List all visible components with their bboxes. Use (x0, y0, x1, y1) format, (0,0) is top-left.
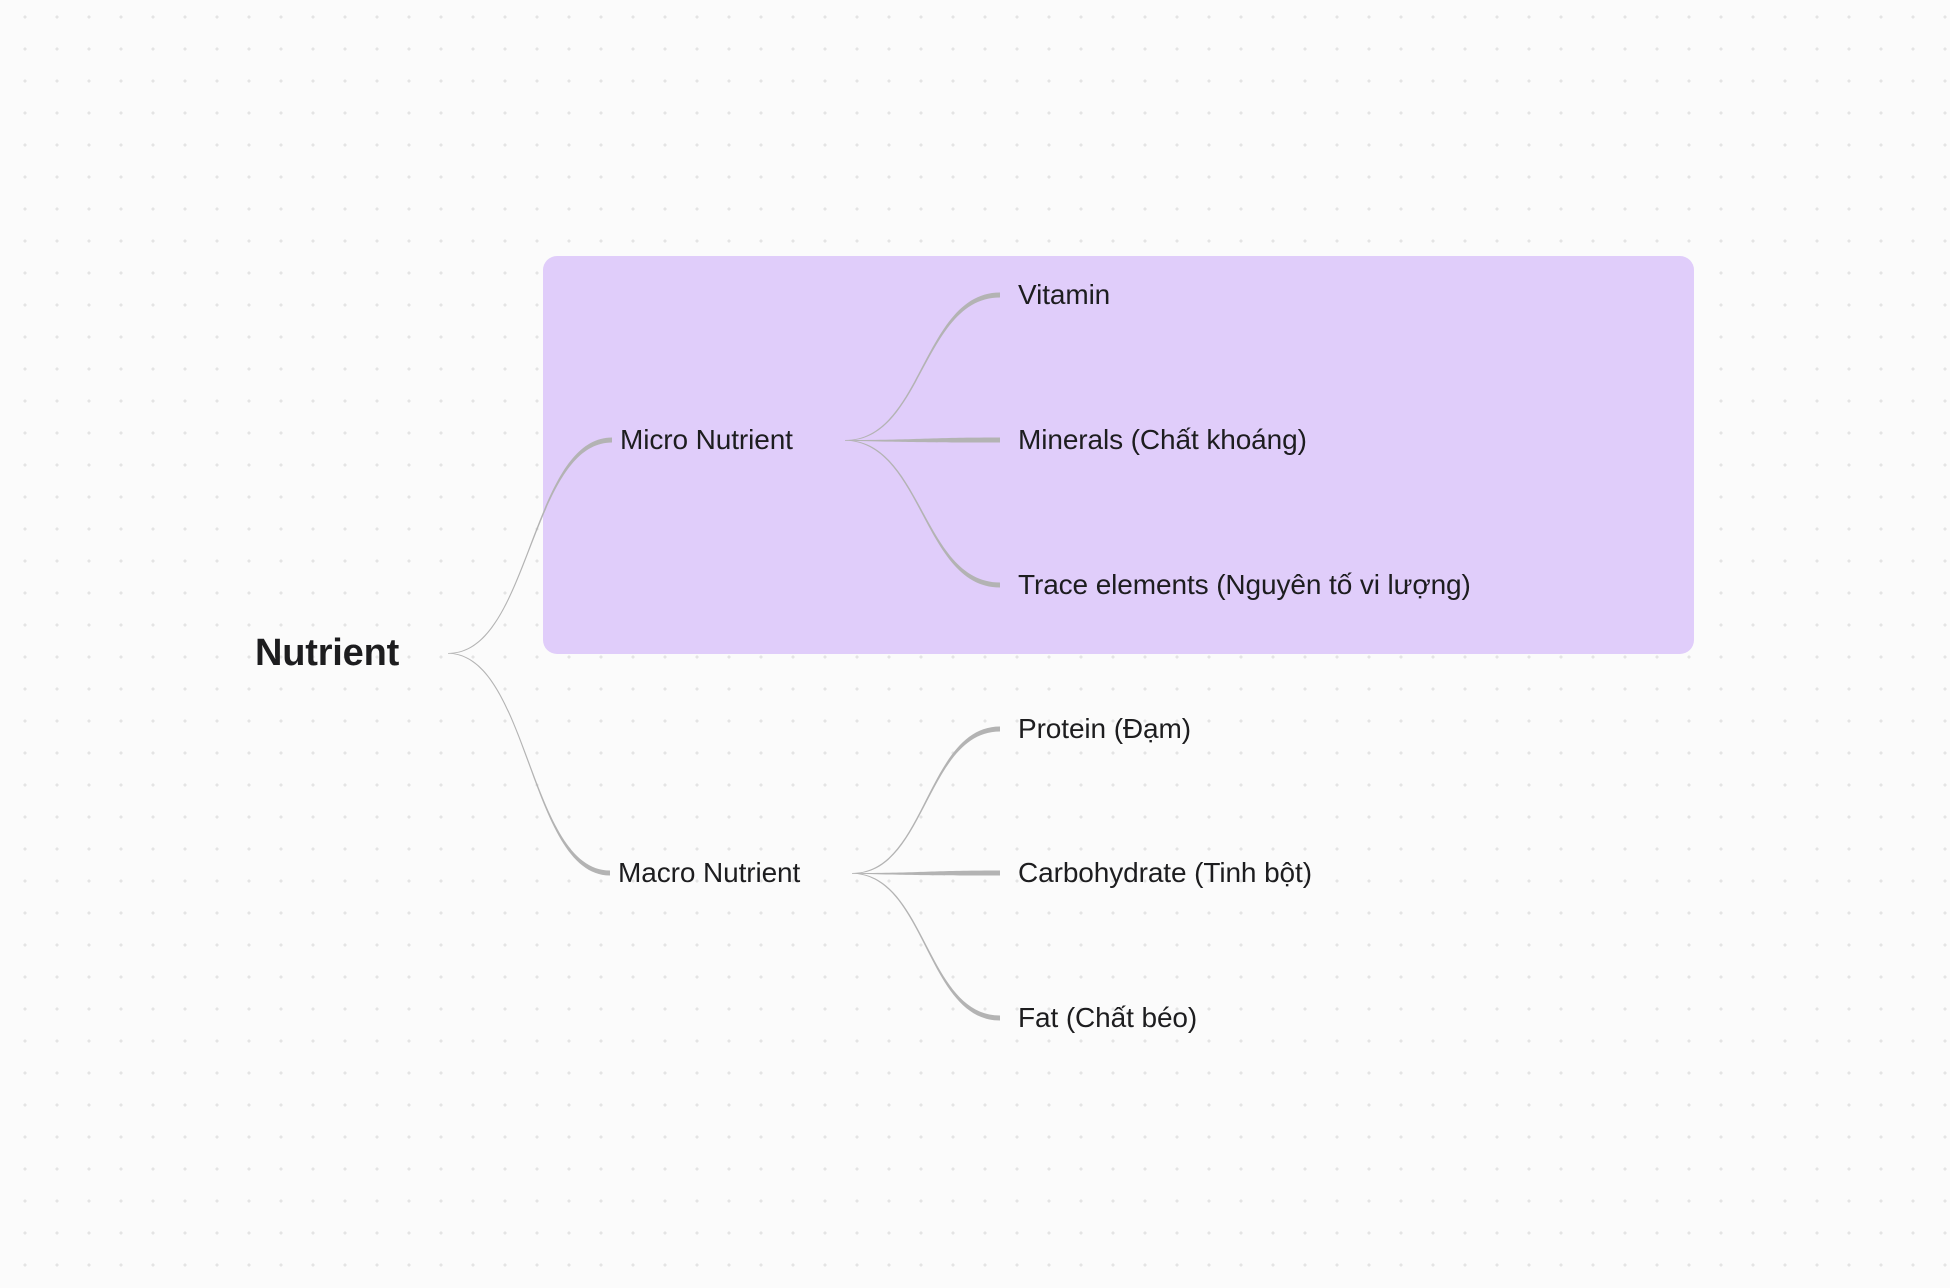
node-leaf-minerals[interactable]: Minerals (Chất khoáng) (1018, 426, 1307, 454)
node-leaf-label: Vitamin (1018, 279, 1111, 310)
mindmap-edge (852, 873, 1000, 1021)
node-root-nutrient[interactable]: Nutrient (255, 634, 399, 672)
node-leaf-carbohydrate[interactable]: Carbohydrate (Tinh bột) (1018, 859, 1312, 887)
node-leaf-label: Carbohydrate (Tinh bột) (1018, 857, 1312, 888)
mindmap-edge (448, 653, 610, 876)
node-leaf-label: Protein (Đạm) (1018, 713, 1191, 744)
mindmap-edge (852, 870, 1000, 876)
node-leaf-trace-elements[interactable]: Trace elements (Nguyên tố vi lượng) (1018, 571, 1471, 599)
node-leaf-protein[interactable]: Protein (Đạm) (1018, 715, 1191, 743)
mindmap-edge (852, 726, 1000, 874)
node-root-label: Nutrient (255, 632, 400, 674)
node-leaf-fat[interactable]: Fat (Chất béo) (1018, 1004, 1197, 1032)
node-branch-label: Macro Nutrient (618, 857, 801, 888)
node-branch-label: Micro Nutrient (620, 424, 793, 455)
micro-nutrient-highlight[interactable] (543, 256, 1694, 654)
node-leaf-vitamin[interactable]: Vitamin (1018, 281, 1110, 309)
node-leaf-label: Fat (Chất béo) (1018, 1002, 1198, 1033)
node-leaf-label: Trace elements (Nguyên tố vi lượng) (1018, 569, 1471, 600)
node-leaf-label: Minerals (Chất khoáng) (1018, 424, 1307, 455)
node-branch-macro-nutrient[interactable]: Macro Nutrient (618, 859, 800, 887)
node-branch-micro-nutrient[interactable]: Micro Nutrient (620, 426, 793, 454)
